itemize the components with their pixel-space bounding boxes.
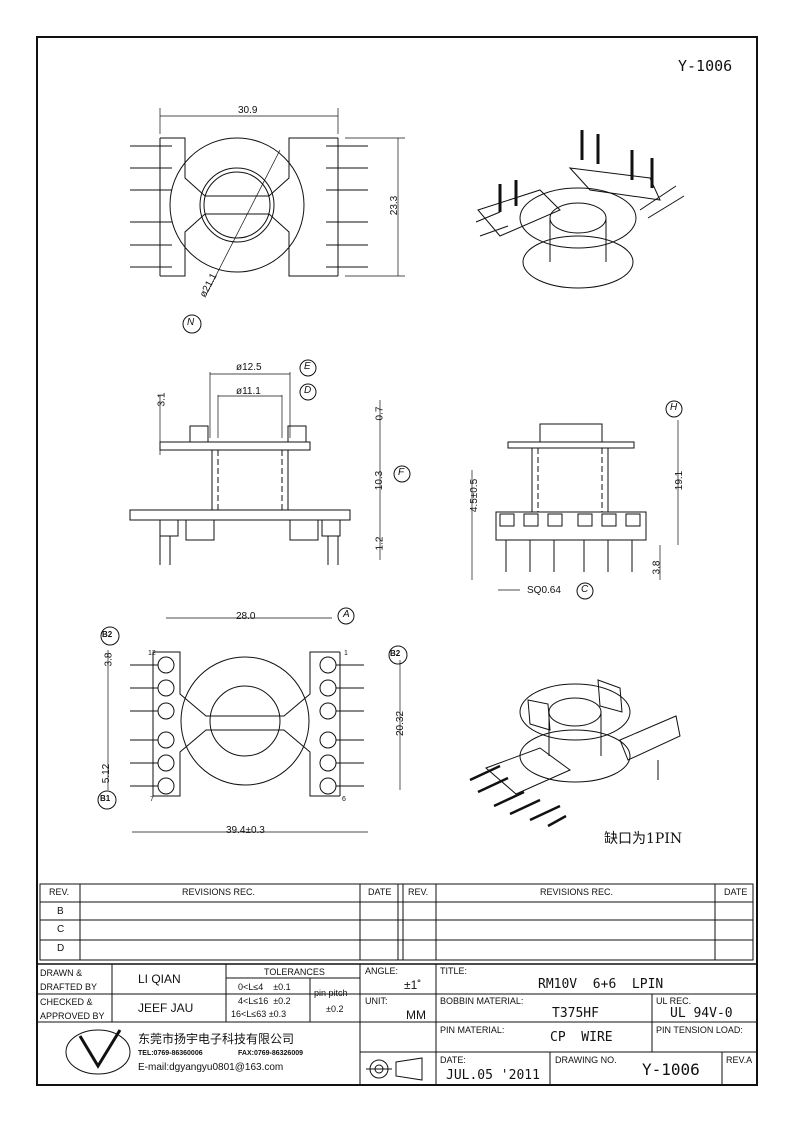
rec-col-left: REVISIONS REC. bbox=[182, 887, 256, 897]
dim-10-3: 10.3 bbox=[374, 470, 386, 491]
label-b1: B1 bbox=[100, 794, 111, 803]
checked-label: CHECKED & APPROVED BY bbox=[40, 997, 105, 1021]
company-name: 东莞市扬宇电子科技有限公司 bbox=[138, 1032, 295, 1046]
label-b2-left: B2 bbox=[102, 630, 113, 639]
dim-4-5: 4.5±0.5 bbox=[469, 478, 481, 513]
front-view bbox=[129, 359, 411, 565]
iso-view-top bbox=[475, 130, 685, 289]
tolerances-label: TOLERANCES bbox=[264, 967, 325, 977]
pin-label-12: 12 bbox=[148, 650, 156, 657]
pin-tension-label: PIN TENSION LOAD: bbox=[656, 1025, 743, 1035]
dim-5-12: 5.12 bbox=[101, 763, 113, 784]
company-email: E-mail:dgyangyu0801@163.com bbox=[138, 1062, 284, 1073]
dim-sq: SQ0.64 bbox=[527, 585, 561, 596]
dim-width-top: 30.9 bbox=[238, 105, 258, 116]
label-b2-right: B2 bbox=[390, 649, 401, 658]
pin-label-1: 1 bbox=[344, 650, 348, 657]
date-value: JUL.05 '2011 bbox=[446, 1068, 540, 1083]
pin-note: 缺口为1PIN bbox=[604, 831, 683, 847]
pin-pitch-label: pin pitch bbox=[314, 988, 348, 998]
pin-material-label: PIN MATERIAL: bbox=[440, 1025, 505, 1035]
drawing-frame bbox=[36, 36, 758, 1086]
label-f: F bbox=[398, 467, 405, 478]
drawn-label: DRAWN & DRAFTED BY bbox=[40, 968, 98, 992]
unit-label: UNIT: bbox=[365, 996, 388, 1006]
rev-col-right: REV. bbox=[408, 887, 429, 897]
bobbin-material-value: T375HF bbox=[552, 1006, 599, 1021]
tolerance-2: 4<L≤16 ±0.2 bbox=[238, 996, 291, 1006]
dim-39-4: 39.4±0.3 bbox=[226, 825, 265, 836]
title-label: TITLE: bbox=[440, 966, 468, 976]
dim-28: 28.0 bbox=[236, 611, 256, 622]
rev-row-b: B bbox=[57, 906, 64, 917]
label-e: E bbox=[304, 361, 311, 372]
angle-value: ±1˚ bbox=[404, 978, 422, 992]
dim-3-1: 3.1 bbox=[156, 392, 168, 407]
label-h: H bbox=[670, 402, 678, 413]
ul-rec-label: UL REC. bbox=[656, 996, 692, 1006]
company-tel: TEL:0769-86360006 bbox=[138, 1050, 203, 1057]
dim-d-outer: ø12.5 bbox=[236, 362, 262, 373]
revision-table-lines bbox=[39, 883, 754, 961]
dim-height-top: 23.3 bbox=[389, 195, 401, 216]
tolerance-1: 0<L≤4 ±0.1 bbox=[238, 982, 291, 992]
company-fax: FAX:0769-86326009 bbox=[238, 1050, 303, 1057]
bottom-view bbox=[97, 607, 408, 833]
angle-label: ANGLE: bbox=[365, 966, 399, 976]
drawn-by: LI QIAN bbox=[138, 972, 181, 986]
dim-d-inner: ø11.1 bbox=[236, 386, 261, 397]
side-view bbox=[471, 400, 683, 600]
label-d: D bbox=[304, 385, 312, 396]
drawing-no-value: Y-1006 bbox=[642, 1060, 700, 1079]
pin-label-7: 7 bbox=[150, 796, 154, 803]
dim-3-8-side: 3.8 bbox=[651, 560, 663, 575]
label-n: N bbox=[187, 317, 195, 328]
rev-row-d: D bbox=[57, 943, 65, 954]
dim-19-1: 19.1 bbox=[674, 470, 686, 491]
rev-row-c: C bbox=[57, 924, 65, 935]
dim-1-2: 1.2 bbox=[374, 536, 386, 551]
date-col-left: DATE bbox=[368, 887, 392, 897]
dim-0-7: 0.7 bbox=[374, 406, 386, 421]
dim-20-32: 20.32 bbox=[395, 710, 407, 737]
pin-label-6: 6 bbox=[342, 796, 346, 803]
title-block-lines bbox=[36, 963, 758, 1086]
title-value: RM10V 6+6 LPIN bbox=[538, 977, 664, 992]
date-col-right: DATE bbox=[724, 887, 748, 897]
date-label: DATE: bbox=[440, 1055, 466, 1065]
rev-value: REV.A bbox=[726, 1055, 753, 1065]
unit-value: MM bbox=[406, 1008, 426, 1022]
drawing-code-top: Y-1006 bbox=[678, 57, 733, 75]
tolerance-3: 16<L≤63 ±0.3 bbox=[231, 1009, 287, 1019]
checked-by: JEEF JAU bbox=[138, 1001, 194, 1015]
label-a: A bbox=[343, 609, 350, 620]
rev-col-left: REV. bbox=[49, 887, 70, 897]
bobbin-material-label: BOBBIN MATERIAL: bbox=[440, 996, 524, 1006]
pin-material-value: CP WIRE bbox=[550, 1030, 613, 1045]
rec-col-right: REVISIONS REC. bbox=[540, 887, 614, 897]
dim-3-8: 3.8 bbox=[103, 652, 115, 667]
iso-view-bottom bbox=[469, 679, 681, 828]
ul-rec-value: UL 94V-0 bbox=[670, 1006, 733, 1021]
top-view bbox=[130, 108, 405, 334]
drawing-no-label: DRAWING NO. bbox=[555, 1055, 617, 1065]
label-c: C bbox=[581, 584, 589, 595]
pin-pitch-value: ±0.2 bbox=[326, 1004, 344, 1014]
